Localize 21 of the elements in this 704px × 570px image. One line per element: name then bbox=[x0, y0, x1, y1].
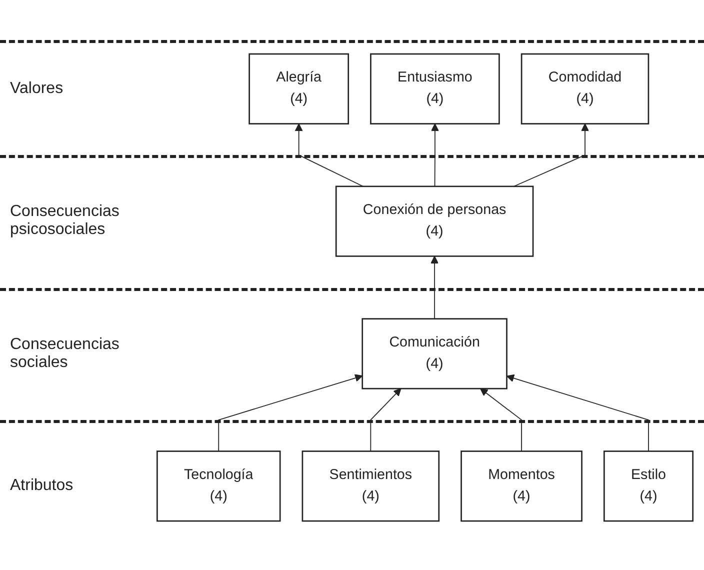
node-box: Sentimientos (4) bbox=[302, 450, 440, 522]
arrow bbox=[480, 388, 522, 452]
node-box: Alegría (4) bbox=[248, 53, 350, 124]
node-box: Momentos (4) bbox=[460, 450, 582, 522]
arrow bbox=[513, 123, 589, 187]
arrow bbox=[431, 123, 439, 187]
arrow bbox=[430, 256, 438, 320]
node-box: Conexión de personas (4) bbox=[335, 186, 534, 257]
arrow bbox=[218, 374, 363, 452]
node-box: Entusiasmo (4) bbox=[370, 53, 500, 124]
level-label: Atributos bbox=[10, 477, 74, 496]
arrow bbox=[370, 388, 402, 452]
level-label: Consecuencias sociales bbox=[10, 336, 120, 372]
node-box: Comodidad (4) bbox=[520, 53, 650, 124]
node-box: Comunicación (4) bbox=[362, 318, 508, 390]
level-label: Valores bbox=[10, 80, 64, 98]
node-box: Tecnología (4) bbox=[156, 450, 281, 522]
node-box: Estilo (4) bbox=[603, 450, 694, 522]
arrow bbox=[294, 123, 364, 187]
arrow bbox=[506, 374, 649, 452]
level-label: Consecuencias psicosociales bbox=[10, 203, 120, 240]
